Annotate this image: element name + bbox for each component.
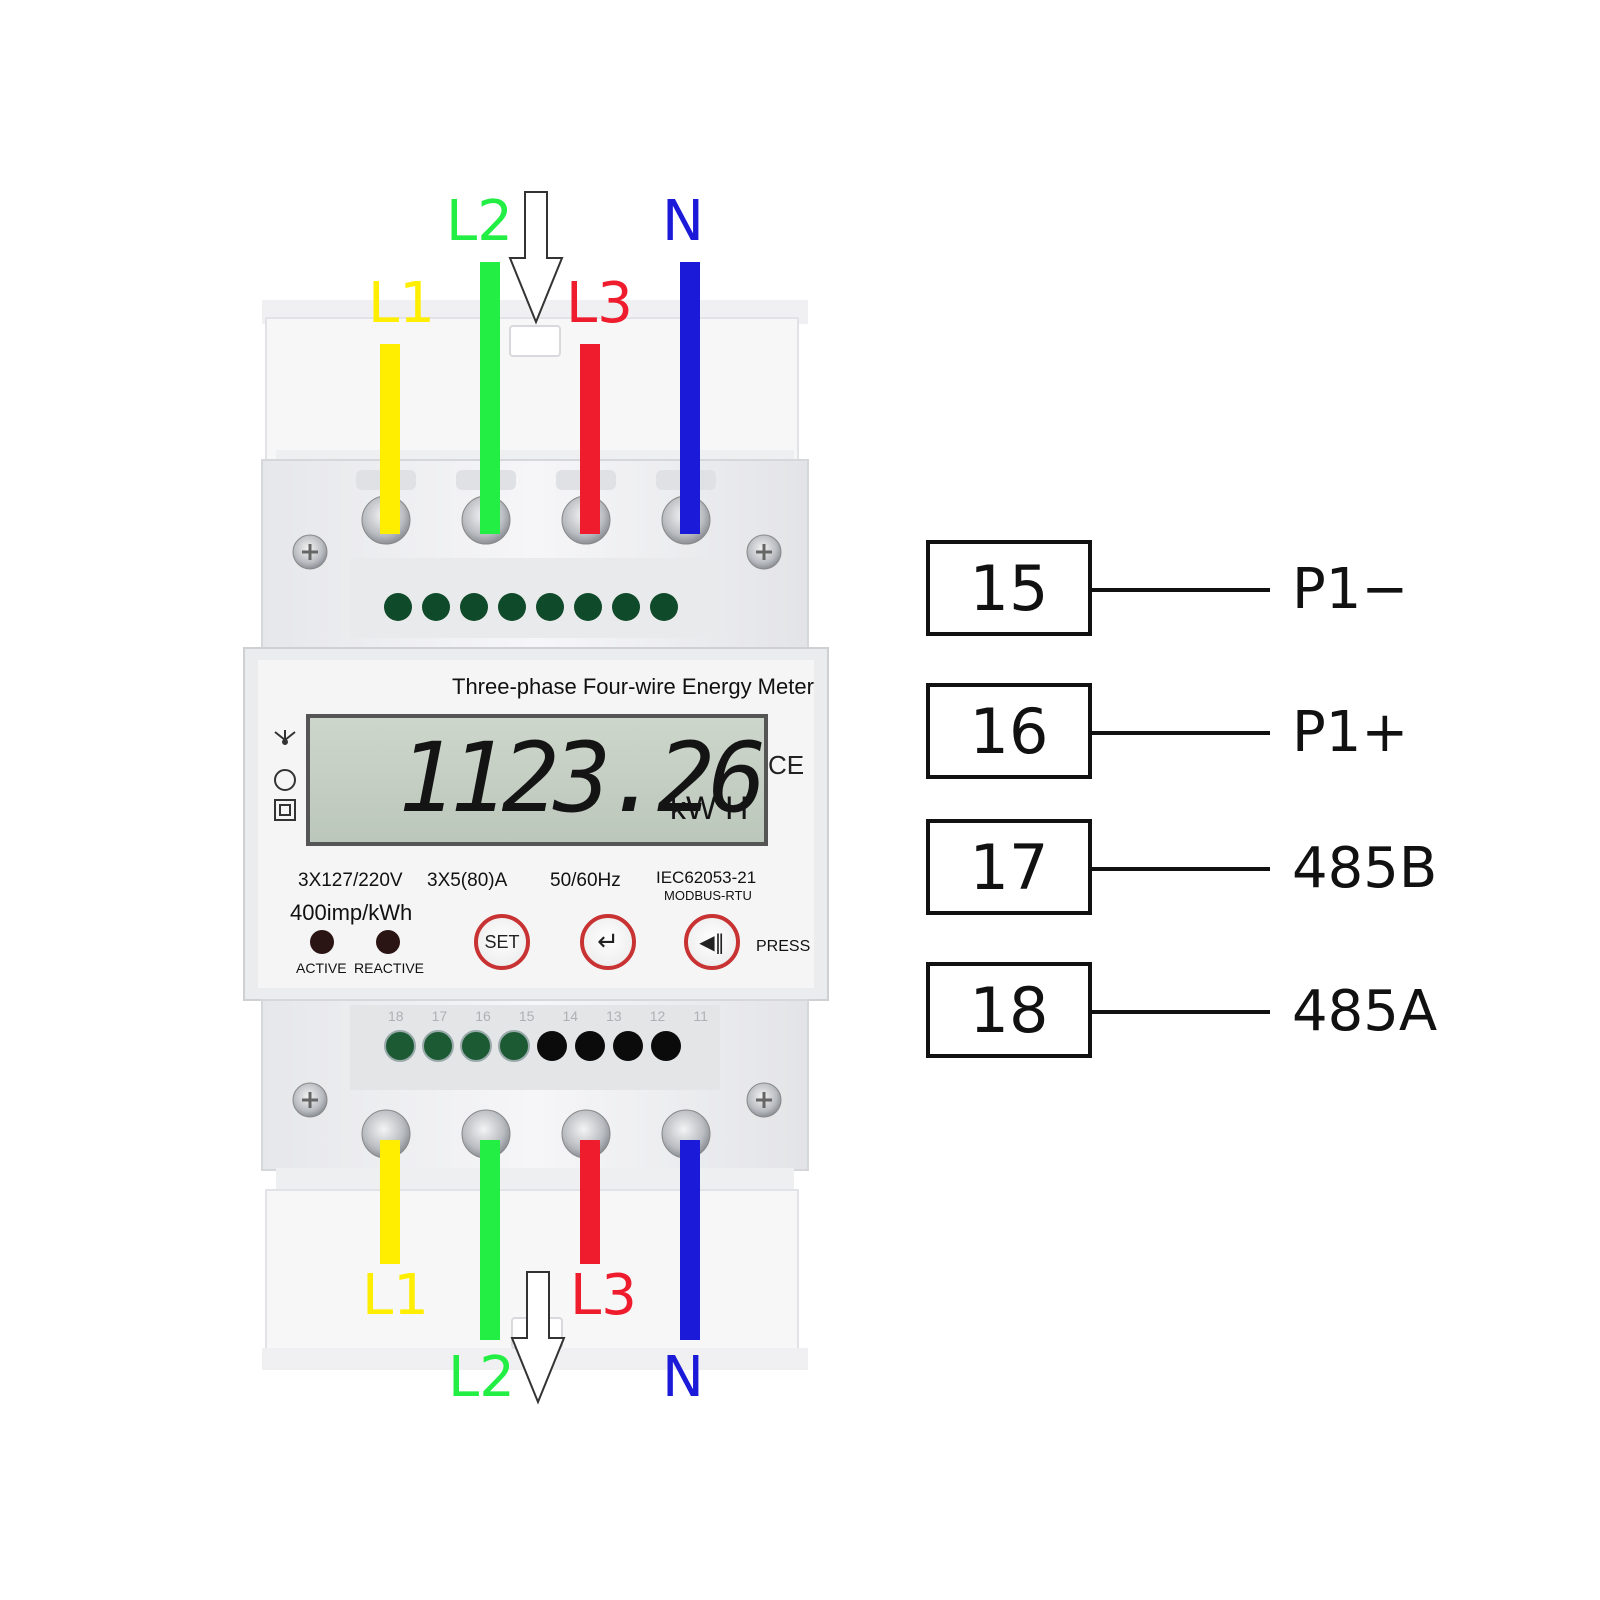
scroll-icon: ◀‖ — [699, 930, 725, 954]
bottom-small-terminals — [384, 1030, 681, 1062]
terminal-box-17: 17 — [926, 819, 1092, 915]
terminal-number: 11 — [693, 1008, 708, 1024]
bottom-wires — [380, 1140, 700, 1340]
terminal-connector-line — [1092, 867, 1270, 871]
bottom-terminal-block — [261, 999, 809, 1190]
ce-mark: CE — [768, 750, 805, 780]
class-one-icon — [274, 769, 296, 791]
meter-title: Three-phase Four-wire Energy Meter — [452, 674, 814, 699]
terminal-number: 14 — [562, 1008, 579, 1024]
pulse-constant: 400imp/kWh — [290, 900, 413, 925]
bottom-wire-label-l2: L2 — [448, 1345, 515, 1410]
enter-icon: ↵ — [597, 927, 619, 957]
terminal-connector-line — [1092, 731, 1270, 735]
terminal-number: 18 — [388, 1008, 404, 1024]
terminal-number: 12 — [649, 1008, 666, 1024]
standard-label: IEC62053-21 — [656, 868, 757, 887]
protocol-label: MODBUS-RTU — [664, 888, 752, 903]
terminal-box-15: 15 — [926, 540, 1092, 636]
terminal-signal-485b: 485B — [1292, 836, 1438, 901]
terminal-connector-line — [1092, 1010, 1270, 1014]
terminal-box-16: 16 — [926, 683, 1092, 779]
terminal-number: 17 — [431, 1008, 448, 1024]
terminal-number-row: 18 17 16 15 14 13 12 11 — [388, 1008, 708, 1024]
top-wire-label-l2: L2 — [446, 189, 513, 254]
frequency-rating: 50/60Hz — [550, 870, 621, 891]
bottom-wire-label-l1: L1 — [362, 1263, 429, 1328]
double-insulation-icon — [274, 799, 296, 821]
lcd-reading: 1123.26 — [398, 722, 767, 834]
reactive-led-label: REACTIVE — [354, 960, 425, 976]
top-small-terminals — [384, 593, 678, 621]
bottom-wire-label-l3: L3 — [570, 1263, 637, 1328]
star-connection-icon — [274, 730, 296, 745]
press-label: PRESS — [756, 938, 811, 955]
terminal-number: 16 — [475, 1008, 491, 1024]
terminal-signal-485a: 485A — [1292, 979, 1438, 1044]
outgoing-arrow-icon — [510, 1271, 566, 1405]
top-wire-label-l3: L3 — [566, 271, 633, 336]
set-button[interactable]: SET — [474, 914, 530, 970]
terminal-connector-line — [1092, 588, 1270, 592]
terminal-signal-p1-plus: P1+ — [1292, 700, 1409, 765]
scroll-button[interactable]: ◀‖ — [684, 914, 740, 970]
terminal-box-18: 18 — [926, 962, 1092, 1058]
top-wires — [380, 262, 700, 534]
active-led-label: ACTIVE — [296, 960, 347, 976]
enter-button[interactable]: ↵ — [580, 914, 636, 970]
top-wire-label-l1: L1 — [368, 271, 435, 336]
current-rating: 3X5(80)A — [427, 870, 508, 891]
top-wire-label-n: N — [662, 189, 704, 254]
bottom-wire-label-n: N — [662, 1345, 704, 1410]
terminal-signal-p1-minus: P1− — [1292, 557, 1409, 622]
active-led — [310, 930, 334, 954]
lcd-unit: kW H — [670, 790, 749, 826]
incoming-arrow-icon — [508, 191, 564, 325]
terminal-number: 13 — [606, 1008, 622, 1024]
voltage-rating: 3X127/220V — [298, 870, 403, 891]
top-terminal-block — [261, 459, 809, 651]
reactive-led — [376, 930, 400, 954]
terminal-number: 15 — [518, 1008, 535, 1024]
set-button-label: SET — [484, 931, 520, 952]
